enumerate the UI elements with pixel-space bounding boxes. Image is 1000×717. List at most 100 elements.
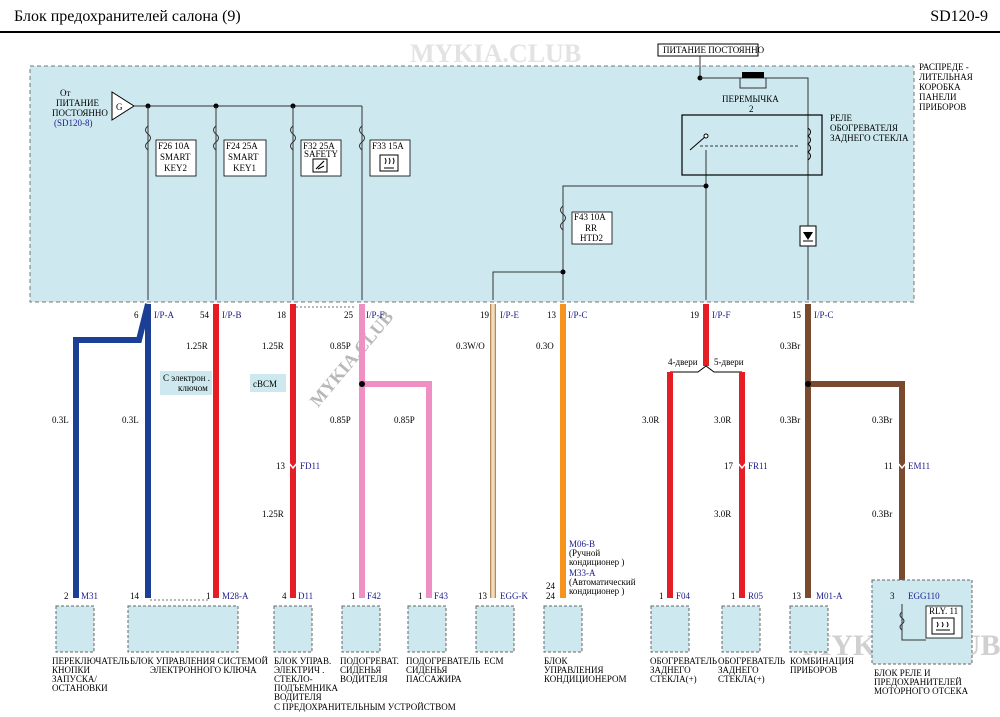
fuse-l1-5: RR [585, 223, 597, 233]
bottom-conn-7: EGG-K [500, 591, 528, 601]
relay-coil [807, 127, 811, 161]
fuse-box-1 [155, 139, 197, 177]
component-label-11: БЛОК РЕЛЕ И ПРЕДОХРАНИТЕЛЕЙ МОТОРНОГО ОТ… [874, 668, 969, 696]
jumper-name: ПЕРЕМЫЧКА [722, 94, 779, 104]
jumper-num: 2 [749, 104, 754, 114]
relay-box [681, 114, 823, 176]
top-conn-6: I/P-C [568, 310, 588, 320]
brown-junction [805, 381, 811, 387]
page-code: SD120-9 [930, 8, 988, 25]
constant-power-label-box [657, 43, 759, 57]
svg-text:СИДЕНЬЯ: СИДЕНЬЯ [340, 665, 381, 675]
diode-symbol [803, 232, 813, 240]
component-ac-unit [543, 605, 583, 653]
junction-box-label-3: КОРОБКА [919, 82, 961, 92]
fuse-symbol-2 [213, 125, 219, 151]
mid-pin-2: 17 [724, 461, 734, 471]
constant-power-label: ПИТАНИЕ ПОСТОЯННО [663, 45, 765, 55]
smart-key-note-2: ключом [178, 383, 208, 393]
component-label-6: ECM [484, 656, 504, 666]
component-label-9: ОБОГРЕВАТЕЛЬ ЗАДНЕГО СТЕКЛА(+) [718, 656, 785, 684]
relay-switch [689, 135, 707, 151]
svg-text:БЛОК УПРАВЛЕНИЯ СИСТЕМОЙ: БЛОК УПРАВЛЕНИЯ СИСТЕМОЙ [130, 656, 269, 666]
relay-label-2: ОБОГРЕВАТЕЛЯ [830, 123, 898, 133]
component-start-switch [55, 605, 95, 653]
jumper-path [700, 77, 767, 89]
top-pin-5: 19 [480, 310, 490, 320]
ecm-branch-junction [560, 269, 566, 275]
junction-box-label-2: ЛИТЕЛЬНАЯ [919, 72, 973, 82]
ac-m06-desc: (Ручной [569, 548, 600, 558]
fuse-id-3: F32 25A [303, 141, 335, 151]
svg-text:БЛОК РЕЛЕ И: БЛОК РЕЛЕ И [874, 668, 931, 678]
svg-text:ВОДИТЕЛЯ: ВОДИТЕЛЯ [274, 692, 322, 702]
source-line-2: ПОСТОЯННО [52, 108, 108, 118]
svg-text:КОНДИЦИОНЕРОМ: КОНДИЦИОНЕРОМ [544, 674, 627, 684]
bottom-pin-3: 1 [206, 591, 211, 601]
safety-icon-glyph [315, 160, 325, 170]
door5-note: 5-двери [714, 357, 744, 367]
component-label-1: ПЕРЕКЛЮЧАТЕЛЬ КНОПКИ ЗАПУСКА/ ОСТАНОВКИ [52, 656, 129, 693]
g-symbol: G [116, 102, 123, 112]
junction-box [29, 65, 915, 303]
door4-note: 4-двери [668, 357, 698, 367]
top-conn-4: I/P-F [366, 310, 385, 320]
fuse-l2-5: HTD2 [580, 233, 603, 243]
cbcm-note-box [250, 374, 286, 392]
component-ecm [475, 605, 515, 653]
fuse-l2-2: KEY1 [233, 163, 256, 173]
junction-box-label-4: ПАНЕЛИ [919, 92, 957, 102]
wire-label-12b: 0.3Br [872, 509, 892, 519]
wire-engine-box [808, 381, 905, 598]
seat-heater-icon [379, 154, 399, 172]
ac-pin-a: 24 [546, 581, 556, 591]
top-conn-7: I/P-F [712, 310, 731, 320]
svg-text:ЗАПУСКА/: ЗАПУСКА/ [52, 674, 97, 684]
engine-box-fuse [899, 611, 905, 631]
bottom-conn-11: EGG110 [908, 591, 940, 601]
mid-pin-3: 11 [884, 461, 893, 471]
wire-start-switch [73, 303, 151, 598]
top-conn-8: I/P-C [814, 310, 834, 320]
mid-conn-mark-3 [896, 461, 908, 470]
ac-m33: M33-A [569, 568, 596, 578]
component-label-2: БЛОК УПРАВЛЕНИЯ СИСТЕМОЙ ЭЛЕКТРОННОГО КЛ… [130, 656, 269, 675]
wire-label-3: 1.25R [186, 341, 208, 351]
svg-text:ПОДОГРЕВАТЕЛЬ: ПОДОГРЕВАТЕЛЬ [406, 656, 480, 666]
smart-key-note-box [160, 371, 212, 395]
fuse-id-4: F33 15A [372, 141, 404, 151]
seat-heater-icon-glyph [384, 157, 395, 169]
footnote: С ПРЕДОХРАНИТЕЛЬНЫМ УСТРОЙСТВОМ [274, 702, 456, 712]
fuse-id-5: F43 10A [574, 212, 606, 222]
g-connector-symbol [111, 91, 135, 121]
top-pin-6: 13 [547, 310, 557, 320]
mid-conn-2: FR11 [748, 461, 768, 471]
bottom-conn-10: M01-A [816, 591, 843, 601]
bottom-pin-10: 13 [792, 591, 802, 601]
top-conn-1: I/P-A [154, 310, 175, 320]
bottom-pin-8: 1 [659, 591, 664, 601]
relay-label-3: ЗАДНЕГО СТЕКЛА [830, 133, 909, 143]
relay-contact [703, 133, 709, 139]
fuse-l1-2: SMART [228, 152, 259, 162]
engine-box-internal [901, 604, 926, 641]
egg-relay-name: RLY. 11 [929, 606, 958, 616]
wire-label-4b: 1.25R [262, 509, 284, 519]
bottom-pin-7: 13 [478, 591, 488, 601]
bottom-conn-5: F42 [367, 591, 381, 601]
watermark-top: MYKIA.CLUB [410, 39, 581, 68]
component-label-4: ПОДОГРЕВАТ. СИДЕНЬЯ ВОДИТЕЛЯ [340, 656, 399, 684]
bottom-conn-4: D11 [298, 591, 313, 601]
junction-box-label-5: ПРИБОРОВ [919, 102, 966, 112]
cbcm-note: cBCM [253, 379, 277, 389]
svg-text:ЭЛЕКТРИЧ .: ЭЛЕКТРИЧ . [274, 665, 324, 675]
source-from: От [60, 88, 70, 98]
bottom-pin-1: 2 [64, 591, 69, 601]
component-label-10: КОМБИНАЦИЯ ПРИБОРОВ [790, 656, 854, 675]
wire-label-6: 0.85P [394, 415, 415, 425]
component-label-7: БЛОК УПРАВЛЕНИЯ КОНДИЦИОНЕРОМ [544, 656, 627, 684]
fuse-l2-1: KEY2 [164, 163, 187, 173]
svg-text:ПРЕДОХРАНИТЕЛЕЙ: ПРЕДОХРАНИТЕЛЕЙ [874, 677, 962, 687]
ac-m33-desc: (Автоматический [569, 577, 636, 587]
